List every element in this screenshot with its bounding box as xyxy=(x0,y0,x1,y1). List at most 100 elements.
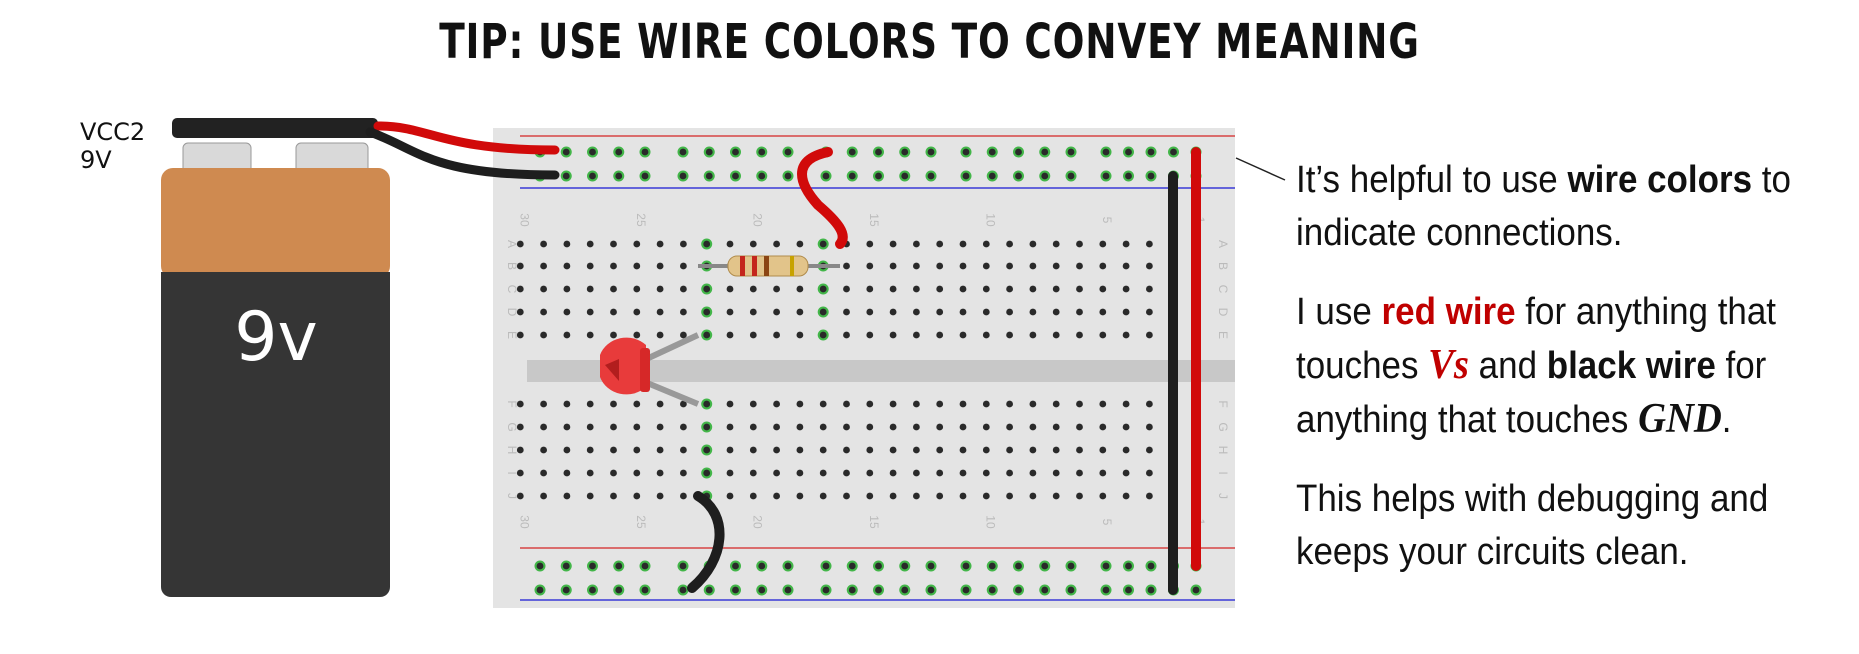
breadboard-hole xyxy=(656,308,664,316)
breadboard-hole xyxy=(913,469,920,477)
breadboard-hole xyxy=(936,262,944,270)
breadboard-hole xyxy=(703,423,711,431)
breadboard-hole xyxy=(633,331,641,339)
breadboard-hole xyxy=(563,492,571,500)
breadboard-hole xyxy=(1006,308,1013,316)
breadboard-hole xyxy=(1006,400,1013,408)
breadboard-hole xyxy=(866,469,874,477)
breadboard-hole xyxy=(843,331,850,339)
breadboard-hole xyxy=(982,285,990,293)
breadboard-hole xyxy=(703,446,711,454)
breadboard-hole xyxy=(749,423,757,431)
breadboard-hole xyxy=(913,308,920,316)
breadboard-hole xyxy=(633,446,641,454)
column-number: 20 xyxy=(750,213,764,227)
breadboard-hole xyxy=(516,285,524,293)
breadboard-hole xyxy=(680,308,687,316)
row-letter: F xyxy=(505,400,519,407)
breadboard-hole xyxy=(784,148,792,156)
breadboard-hole xyxy=(540,285,547,293)
breadboard-hole xyxy=(758,562,766,570)
breadboard-hole xyxy=(796,446,804,454)
breadboard-hole xyxy=(1122,492,1130,500)
row-letter: A xyxy=(505,240,519,248)
breadboard-hole xyxy=(1076,331,1083,339)
breadboard-hole xyxy=(936,492,944,500)
breadboard-hole xyxy=(726,400,734,408)
breadboard-hole xyxy=(988,172,996,180)
breadboard-hole xyxy=(796,240,804,248)
breadboard-hole xyxy=(610,285,617,293)
breadboard-hole xyxy=(726,492,734,500)
column-number: 20 xyxy=(750,515,764,529)
breadboard-hole xyxy=(1099,423,1107,431)
row-letter: H xyxy=(505,446,519,455)
gnd-symbol: GND xyxy=(1638,396,1722,442)
breadboard-hole xyxy=(1006,285,1013,293)
breadboard-hole xyxy=(726,308,734,316)
breadboard-hole xyxy=(758,148,766,156)
row-letter: C xyxy=(505,285,519,294)
breadboard-hole xyxy=(633,400,641,408)
breadboard-hole xyxy=(726,240,734,248)
breadboard-hole xyxy=(848,586,856,594)
breadboard-hole xyxy=(796,423,804,431)
breadboard-hole xyxy=(540,446,547,454)
battery-body xyxy=(161,272,390,597)
breadboard-hole xyxy=(680,469,687,477)
breadboard-hole xyxy=(773,423,780,431)
breadboard-hole xyxy=(889,262,897,270)
breadboard-hole xyxy=(822,586,830,594)
breadboard-hole xyxy=(959,331,967,339)
breadboard-hole xyxy=(1102,586,1110,594)
breadboard-hole xyxy=(1067,586,1075,594)
breadboard-hole xyxy=(633,492,641,500)
breadboard-hole xyxy=(1192,586,1200,594)
breadboard-hole xyxy=(1122,285,1130,293)
breadboard-hole xyxy=(1099,262,1107,270)
breadboard-hole xyxy=(1041,586,1049,594)
column-number: 10 xyxy=(983,515,997,529)
breadboard-hole xyxy=(1029,469,1037,477)
breadboard-hole xyxy=(732,562,739,570)
breadboard-hole xyxy=(819,285,827,293)
breadboard-hole xyxy=(1170,148,1177,156)
breadboard-hole xyxy=(705,172,713,180)
breadboard-hole xyxy=(641,148,649,156)
row-letter: A xyxy=(1216,240,1230,248)
breadboard-hole xyxy=(562,586,570,594)
breadboard-hole xyxy=(913,240,920,248)
breadboard-hole xyxy=(819,400,827,408)
breadboard-hole xyxy=(1122,423,1130,431)
breadboard-hole xyxy=(1029,492,1037,500)
breadboard-hole xyxy=(586,285,594,293)
breadboard-hole xyxy=(927,562,935,570)
breadboard-hole xyxy=(819,423,827,431)
breadboard-hole xyxy=(819,446,827,454)
breadboard-hole xyxy=(679,172,687,180)
breadboard-hole xyxy=(843,469,850,477)
resistor xyxy=(698,255,840,277)
breadboard-hole xyxy=(889,423,897,431)
breadboard-hole xyxy=(633,308,641,316)
breadboard-hole xyxy=(913,492,920,500)
breadboard-hole xyxy=(773,400,780,408)
breadboard-hole xyxy=(796,469,804,477)
breadboard-hole xyxy=(656,400,664,408)
breadboard-hole xyxy=(1029,262,1037,270)
breadboard-hole xyxy=(866,446,874,454)
breadboard-hole xyxy=(1146,446,1153,454)
battery-label: VCC2 9V xyxy=(80,118,145,174)
breadboard-hole xyxy=(562,148,570,156)
breadboard-hole xyxy=(927,148,935,156)
row-letter: E xyxy=(505,331,519,339)
breadboard-hole xyxy=(586,423,594,431)
breadboard-hole xyxy=(773,308,780,316)
breadboard-hole xyxy=(732,148,739,156)
breadboard-hole xyxy=(889,492,897,500)
column-number: 5 xyxy=(1100,217,1114,224)
breadboard-hole xyxy=(901,562,909,570)
breadboard-hole xyxy=(866,262,874,270)
breadboard-hole xyxy=(959,308,967,316)
battery-copper-top xyxy=(161,168,390,278)
